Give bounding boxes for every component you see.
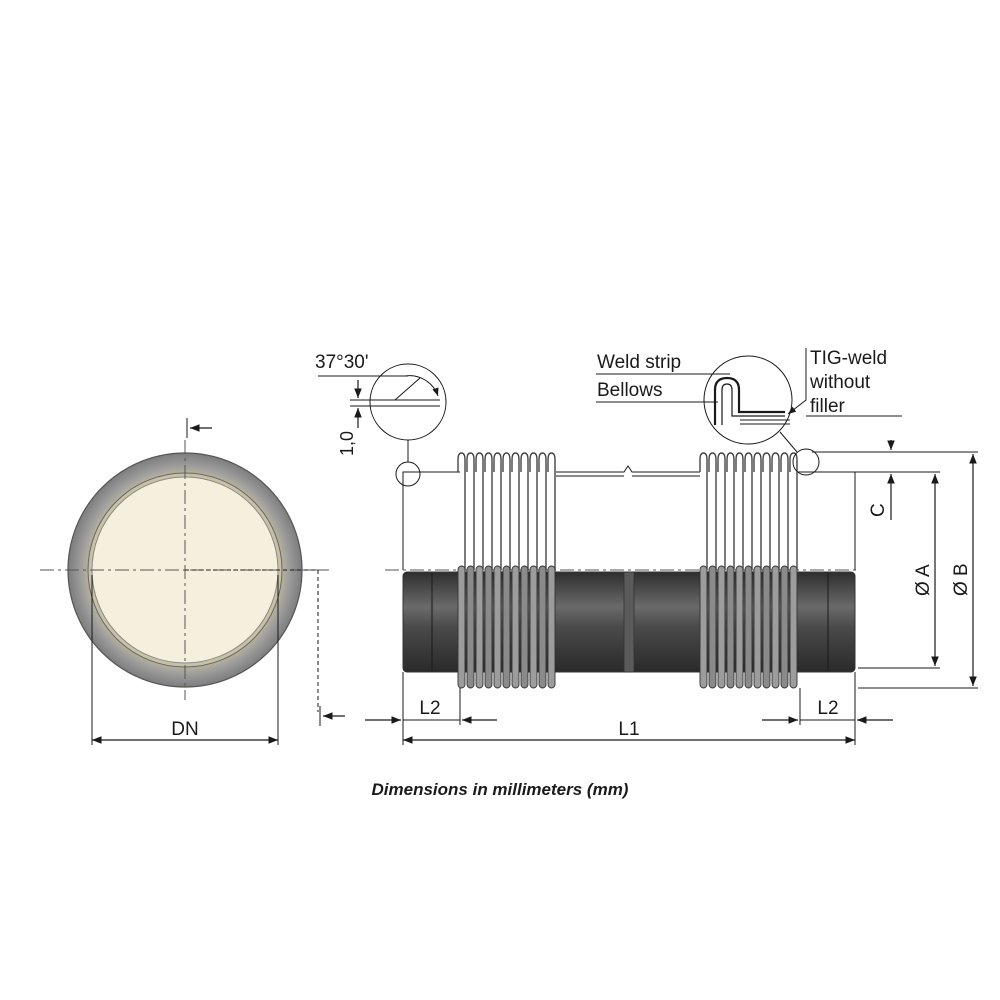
convolution [789, 565, 798, 689]
tig-weld-label-1: TIG-weld [810, 348, 887, 369]
convolution [502, 452, 511, 570]
upper-mid-pipe-outline [556, 465, 700, 473]
upper-left-pipe-outline [402, 471, 460, 570]
center-ring [623, 571, 635, 673]
convolution [538, 565, 547, 689]
convolution [753, 565, 762, 689]
convolution [789, 452, 798, 570]
dimensions-caption: Dimensions in millimeters (mm) [371, 780, 629, 799]
convolution [466, 452, 475, 570]
convolution [502, 565, 511, 689]
convolution [699, 452, 708, 570]
bellows-label: Bellows [597, 380, 662, 401]
convolution [762, 565, 771, 689]
end-view: DN [40, 418, 345, 745]
tig-weld-label-3: filler [810, 396, 846, 417]
angle-label: 37°30' [315, 352, 369, 373]
thickness-label: 1,0 [337, 431, 357, 456]
convolution [457, 452, 466, 570]
convolution [708, 565, 717, 689]
tig-weld-label-2: without [809, 372, 871, 393]
upper-bellows-right [699, 452, 798, 570]
convolution [735, 452, 744, 570]
side-view: 37°30' 1,0 Weld strip Bellows TIG-weld w… [315, 348, 978, 745]
detail-bubble-right [703, 355, 793, 445]
convolution [475, 565, 484, 689]
detail-marker-left [395, 461, 421, 487]
upper-right-pipe-outline [797, 471, 856, 570]
convolution [475, 452, 484, 570]
convolution [717, 452, 726, 570]
convolution [762, 452, 771, 570]
tig-weld-leader [787, 348, 807, 415]
convolution [529, 452, 538, 570]
bellows-profile [713, 376, 785, 425]
convolution [457, 565, 466, 689]
detail-marker-right [792, 448, 820, 476]
c-label: C [868, 503, 889, 517]
l1-label: L1 [618, 719, 639, 740]
convolution [511, 565, 520, 689]
convolution [753, 452, 762, 570]
convolution [744, 565, 753, 689]
section-line [185, 569, 319, 712]
convolution [466, 565, 475, 689]
convolution [726, 565, 735, 689]
convolution [780, 565, 789, 689]
convolution [726, 452, 735, 570]
dia-a-label: Ø A [913, 564, 934, 596]
convolution [493, 452, 502, 570]
l2-left-label: L2 [419, 698, 440, 719]
convolution [780, 452, 789, 570]
convolution [529, 565, 538, 689]
convolution [744, 452, 753, 570]
convolution [511, 452, 520, 570]
convolution [538, 452, 547, 570]
convolution [717, 565, 726, 689]
convolution [520, 565, 529, 689]
convolution [484, 565, 493, 689]
convolution [547, 452, 556, 570]
lower-bellows-right [699, 565, 798, 689]
upper-bellows-left [457, 452, 556, 570]
convolution [699, 565, 708, 689]
lower-bellows-left [457, 565, 556, 689]
convolution [493, 565, 502, 689]
l2-right-label: L2 [817, 698, 838, 719]
convolution [547, 565, 556, 689]
dn-label: DN [171, 719, 198, 740]
convolution [484, 452, 493, 570]
convolution [771, 452, 780, 570]
convolution [735, 565, 744, 689]
weld-strip-label: Weld strip [597, 352, 681, 373]
convolution [520, 452, 529, 570]
convolution [708, 452, 717, 570]
dia-b-label: Ø B [951, 563, 972, 596]
convolution [771, 565, 780, 689]
